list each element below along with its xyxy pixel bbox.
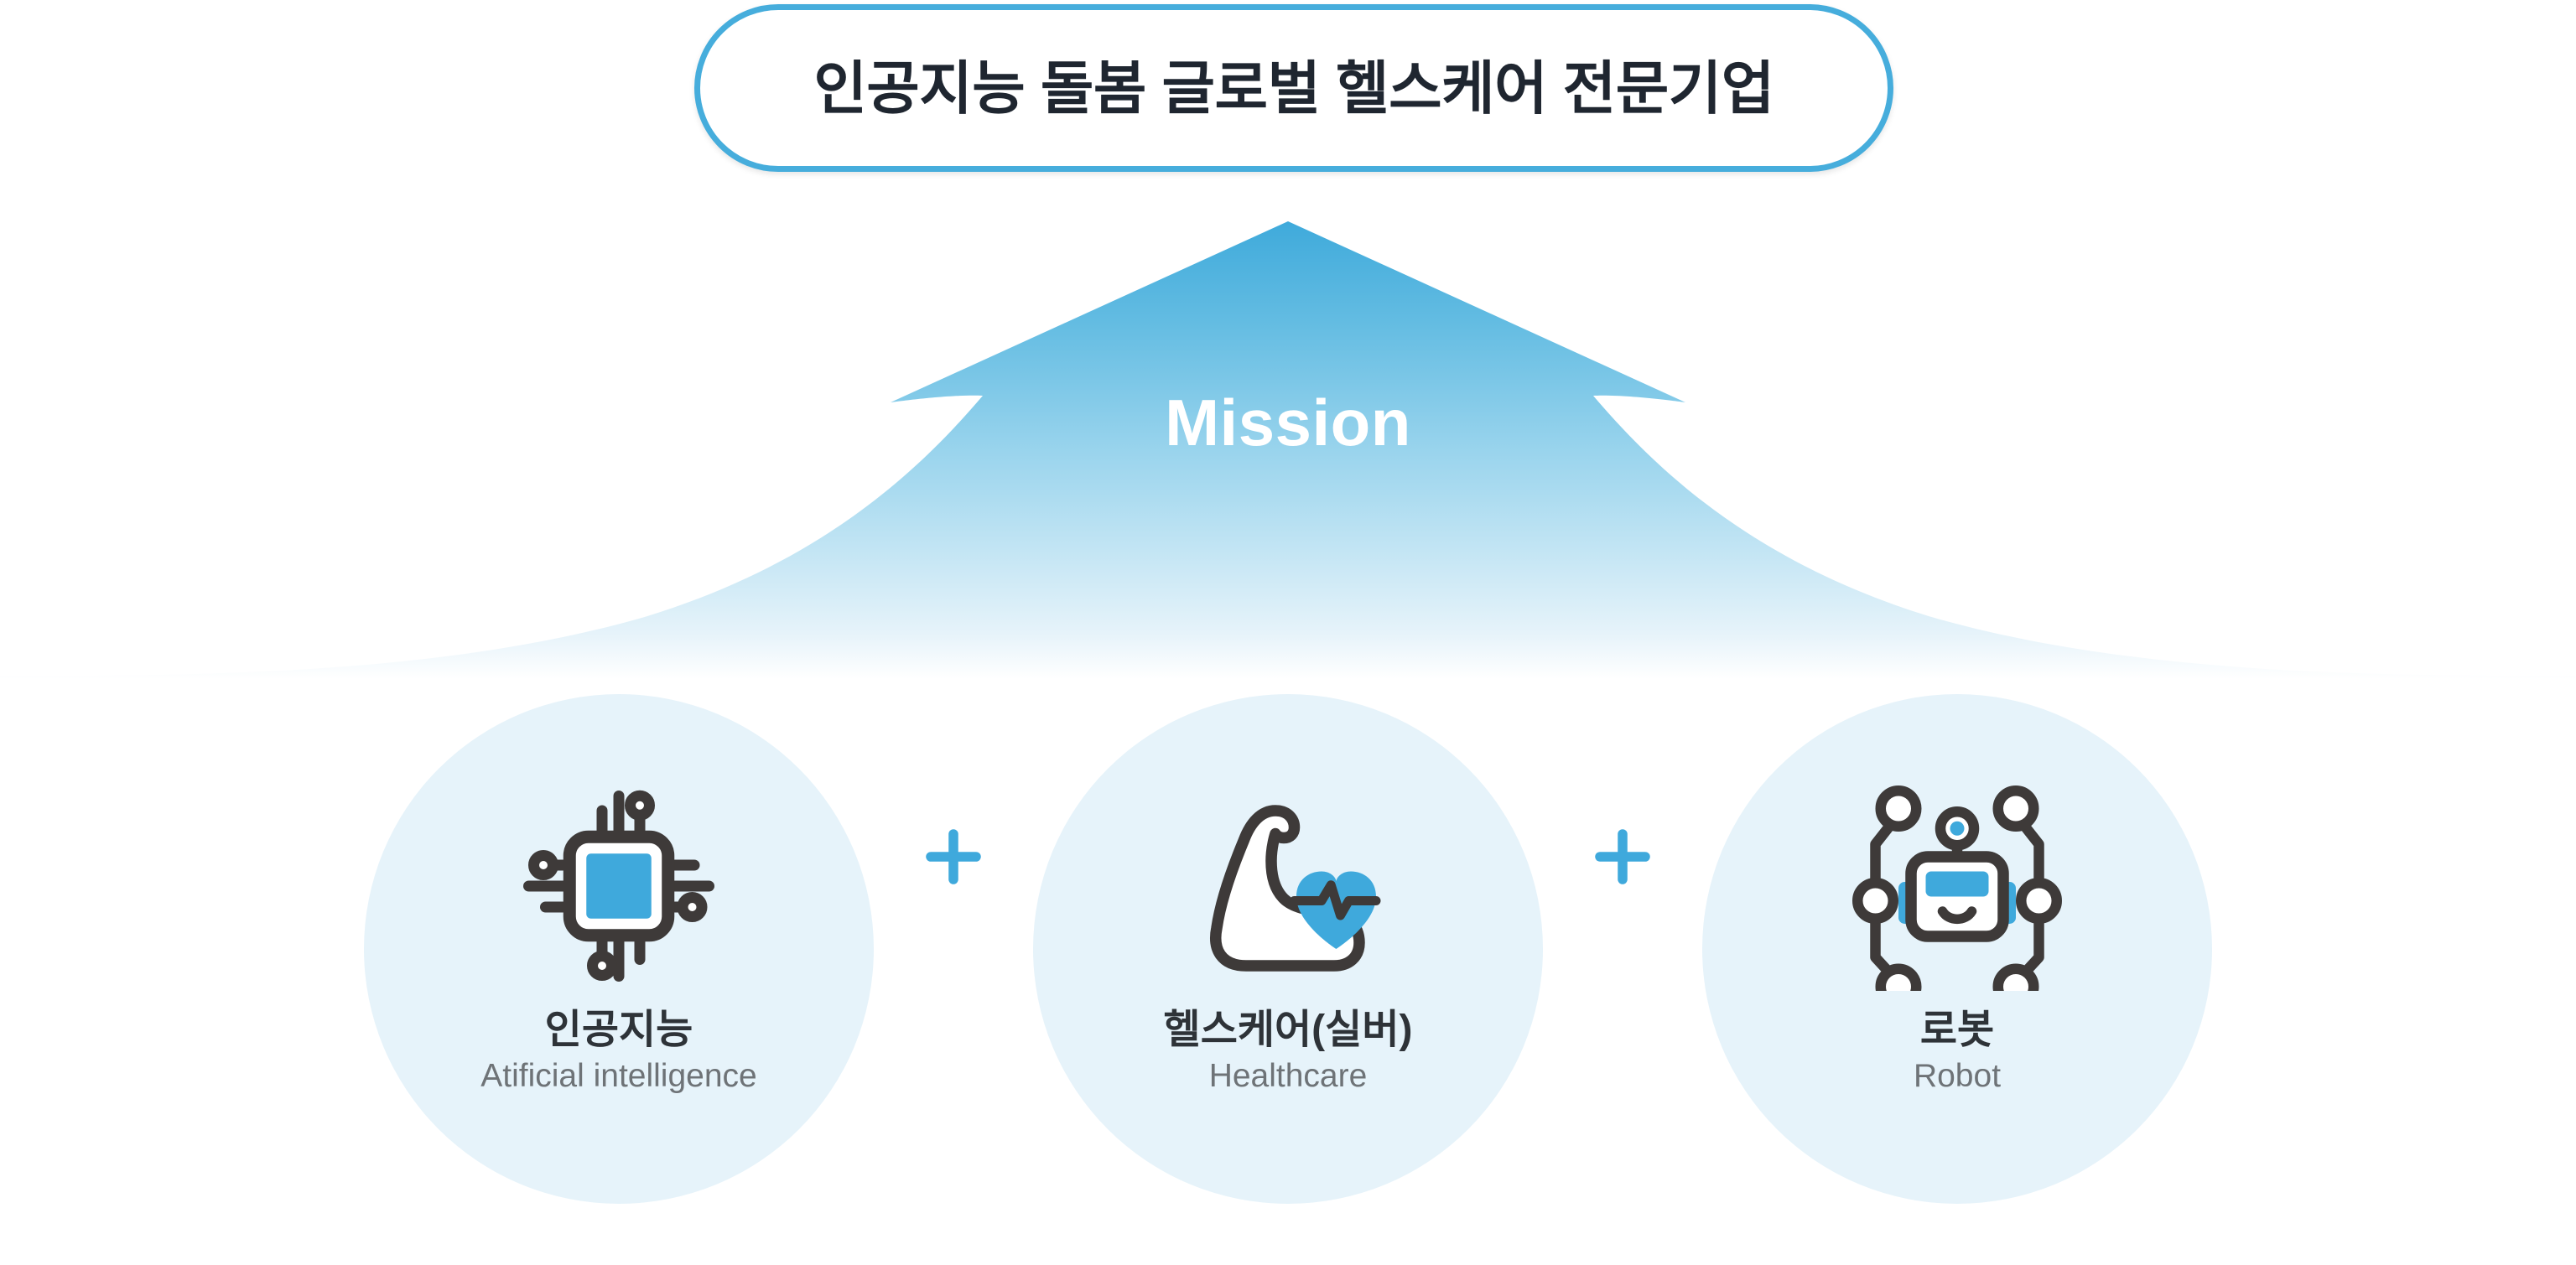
pillar-title: 인공지능 [544, 1008, 693, 1052]
pillar-subtitle: Atificial intelligence [480, 1058, 757, 1095]
pillar-title: 헬스케어(실버) [1163, 1008, 1413, 1052]
pillar-healthcare[interactable]: 헬스케어(실버) Healthcare [1033, 694, 1543, 1204]
plus-sign-icon [926, 829, 981, 884]
robot-network-icon [1852, 785, 2062, 991]
upward-mission-arrow [0, 221, 2576, 679]
pillar-subtitle: Robot [1913, 1058, 2002, 1095]
plus-sign-icon [1595, 829, 1650, 884]
plus-separator [1543, 694, 1702, 1204]
company-tagline-pill: 인공지능 돌봄 글로벌 헬스케어 전문기업 [694, 4, 1893, 172]
pillar-title: 로봇 [1919, 1008, 1995, 1052]
pillar-subtitle: Healthcare [1208, 1058, 1368, 1095]
pillar-ai[interactable]: 인공지능 Atificial intelligence [364, 694, 874, 1204]
flexed-bicep-heartbeat-icon [1210, 805, 1381, 972]
pillars-row: 인공지능 Atificial intelligence 헬스케어(실 [0, 694, 2576, 1214]
pillar-robot[interactable]: 로봇 Robot [1702, 694, 2212, 1204]
plus-separator [874, 694, 1033, 1204]
page-title: 인공지능 돌봄 글로벌 헬스케어 전문기업 [813, 55, 1774, 121]
cpu-chip-icon [523, 790, 714, 982]
